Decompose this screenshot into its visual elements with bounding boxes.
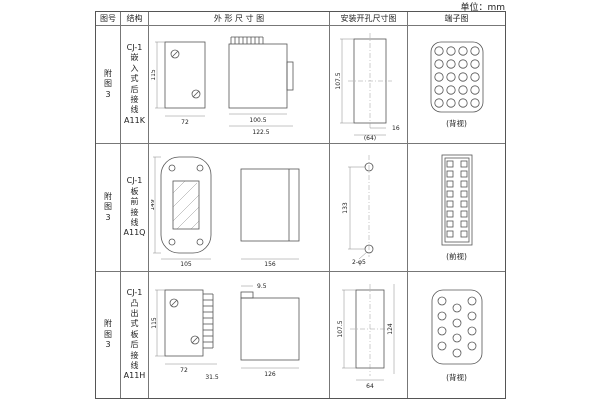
table-header-row: 图号 结构 外 形 尺 寸 图 安装开孔尺寸图 端子图 xyxy=(96,12,505,26)
cell-install: 133 2-φ5 xyxy=(330,144,408,272)
table-row: 附 图 3 CJ-1 板 前 接 线 A11Q xyxy=(96,144,505,272)
cell-fig: 附 图 3 xyxy=(96,144,121,272)
structure-label: CJ-1 凸 出 式 板 后 接 线 A11H xyxy=(123,288,146,381)
cell-install: 107.5 16 (64) xyxy=(330,26,408,144)
fig-number: 附 图 3 xyxy=(104,68,112,99)
header-outline: 外 形 尺 寸 图 xyxy=(149,12,330,26)
dim-115: 115 xyxy=(151,69,157,81)
dimension-table: 图号 结构 外 形 尺 寸 图 安装开孔尺寸图 端子图 附 图 3 CJ-1 嵌… xyxy=(95,11,506,399)
terminal-drawing-a11q xyxy=(441,154,472,246)
table-row: 附 图 3 CJ-1 嵌 入 式 后 接 线 A11K xyxy=(96,26,505,144)
structure-label: CJ-1 板 前 接 线 A11Q xyxy=(123,176,146,238)
cell-terminal: (背视) xyxy=(408,272,505,398)
dim-16: 16 xyxy=(392,125,400,132)
unit-label: 单位：mm xyxy=(460,3,505,13)
terminal-drawing-a11k xyxy=(430,41,483,113)
cell-fig: 附 图 3 xyxy=(96,26,121,144)
dim-100-5: 100.5 xyxy=(249,117,266,124)
header-terminal: 端子图 xyxy=(408,12,505,26)
cell-outline: 149 105 156 xyxy=(149,144,330,272)
fig-number: 附 图 3 xyxy=(104,191,112,222)
cell-terminal: (前视) xyxy=(408,144,505,272)
cell-structure: CJ-1 嵌 入 式 后 接 线 A11K xyxy=(121,26,149,144)
cell-structure: CJ-1 板 前 接 线 A11Q xyxy=(121,144,149,272)
outline-drawing-a11k: 115 72 100.5 122.5 xyxy=(151,36,294,136)
table-row: 附 图 3 CJ-1 凸 出 式 板 后 接 线 A11H xyxy=(96,272,505,398)
dim-107-5: 107.5 xyxy=(337,320,344,337)
install-drawing-a11h: 107.5 124 64 xyxy=(337,284,394,390)
header-install: 安装开孔尺寸图 xyxy=(330,12,408,26)
hole-callout: 2-φ5 xyxy=(352,259,366,266)
dim-9-5: 9.5 xyxy=(257,283,267,290)
outline-drawing-a11h: 115 72 31.5 9.5 126 xyxy=(151,283,300,381)
dim-64: (64) xyxy=(363,135,375,141)
dim-72: 72 xyxy=(180,367,188,374)
structure-label: CJ-1 嵌 入 式 后 接 线 A11K xyxy=(124,42,145,125)
cell-outline: 115 72 31.5 9.5 126 xyxy=(149,272,330,398)
dim-156: 156 xyxy=(264,261,276,267)
fig-number: 附 图 3 xyxy=(104,319,112,350)
cell-terminal: (背视) xyxy=(408,26,505,144)
install-drawing-a11q: 133 2-φ5 xyxy=(342,154,373,266)
install-drawing-a11k: 107.5 16 (64) xyxy=(335,32,400,141)
terminal-view-label: (前视) xyxy=(446,252,467,261)
dim-107-5: 107.5 xyxy=(335,72,342,89)
cell-fig: 附 图 3 xyxy=(96,272,121,398)
dim-149: 149 xyxy=(151,199,156,211)
terminal-view-label: (背视) xyxy=(446,372,467,382)
terminal-view-label: (背视) xyxy=(446,119,467,128)
header-structure: 结构 xyxy=(121,12,149,26)
dim-126: 126 xyxy=(264,371,276,378)
dim-64: 64 xyxy=(366,383,374,390)
cell-structure: CJ-1 凸 出 式 板 后 接 线 A11H xyxy=(121,272,149,398)
cell-outline: 115 72 100.5 122.5 xyxy=(149,26,330,144)
dim-115: 115 xyxy=(151,317,158,329)
outline-drawing-a11q: 149 105 156 xyxy=(151,156,300,267)
dim-31-5: 31.5 xyxy=(205,374,219,381)
dim-133: 133 xyxy=(342,202,349,214)
dim-72: 72 xyxy=(181,119,189,126)
dim-105: 105 xyxy=(180,261,192,267)
cell-install: 107.5 124 64 xyxy=(330,272,408,398)
dim-122-5: 122.5 xyxy=(252,129,269,136)
header-fig: 图号 xyxy=(96,12,121,26)
terminal-drawing-a11h xyxy=(431,289,482,364)
dim-124: 124 xyxy=(387,323,394,335)
